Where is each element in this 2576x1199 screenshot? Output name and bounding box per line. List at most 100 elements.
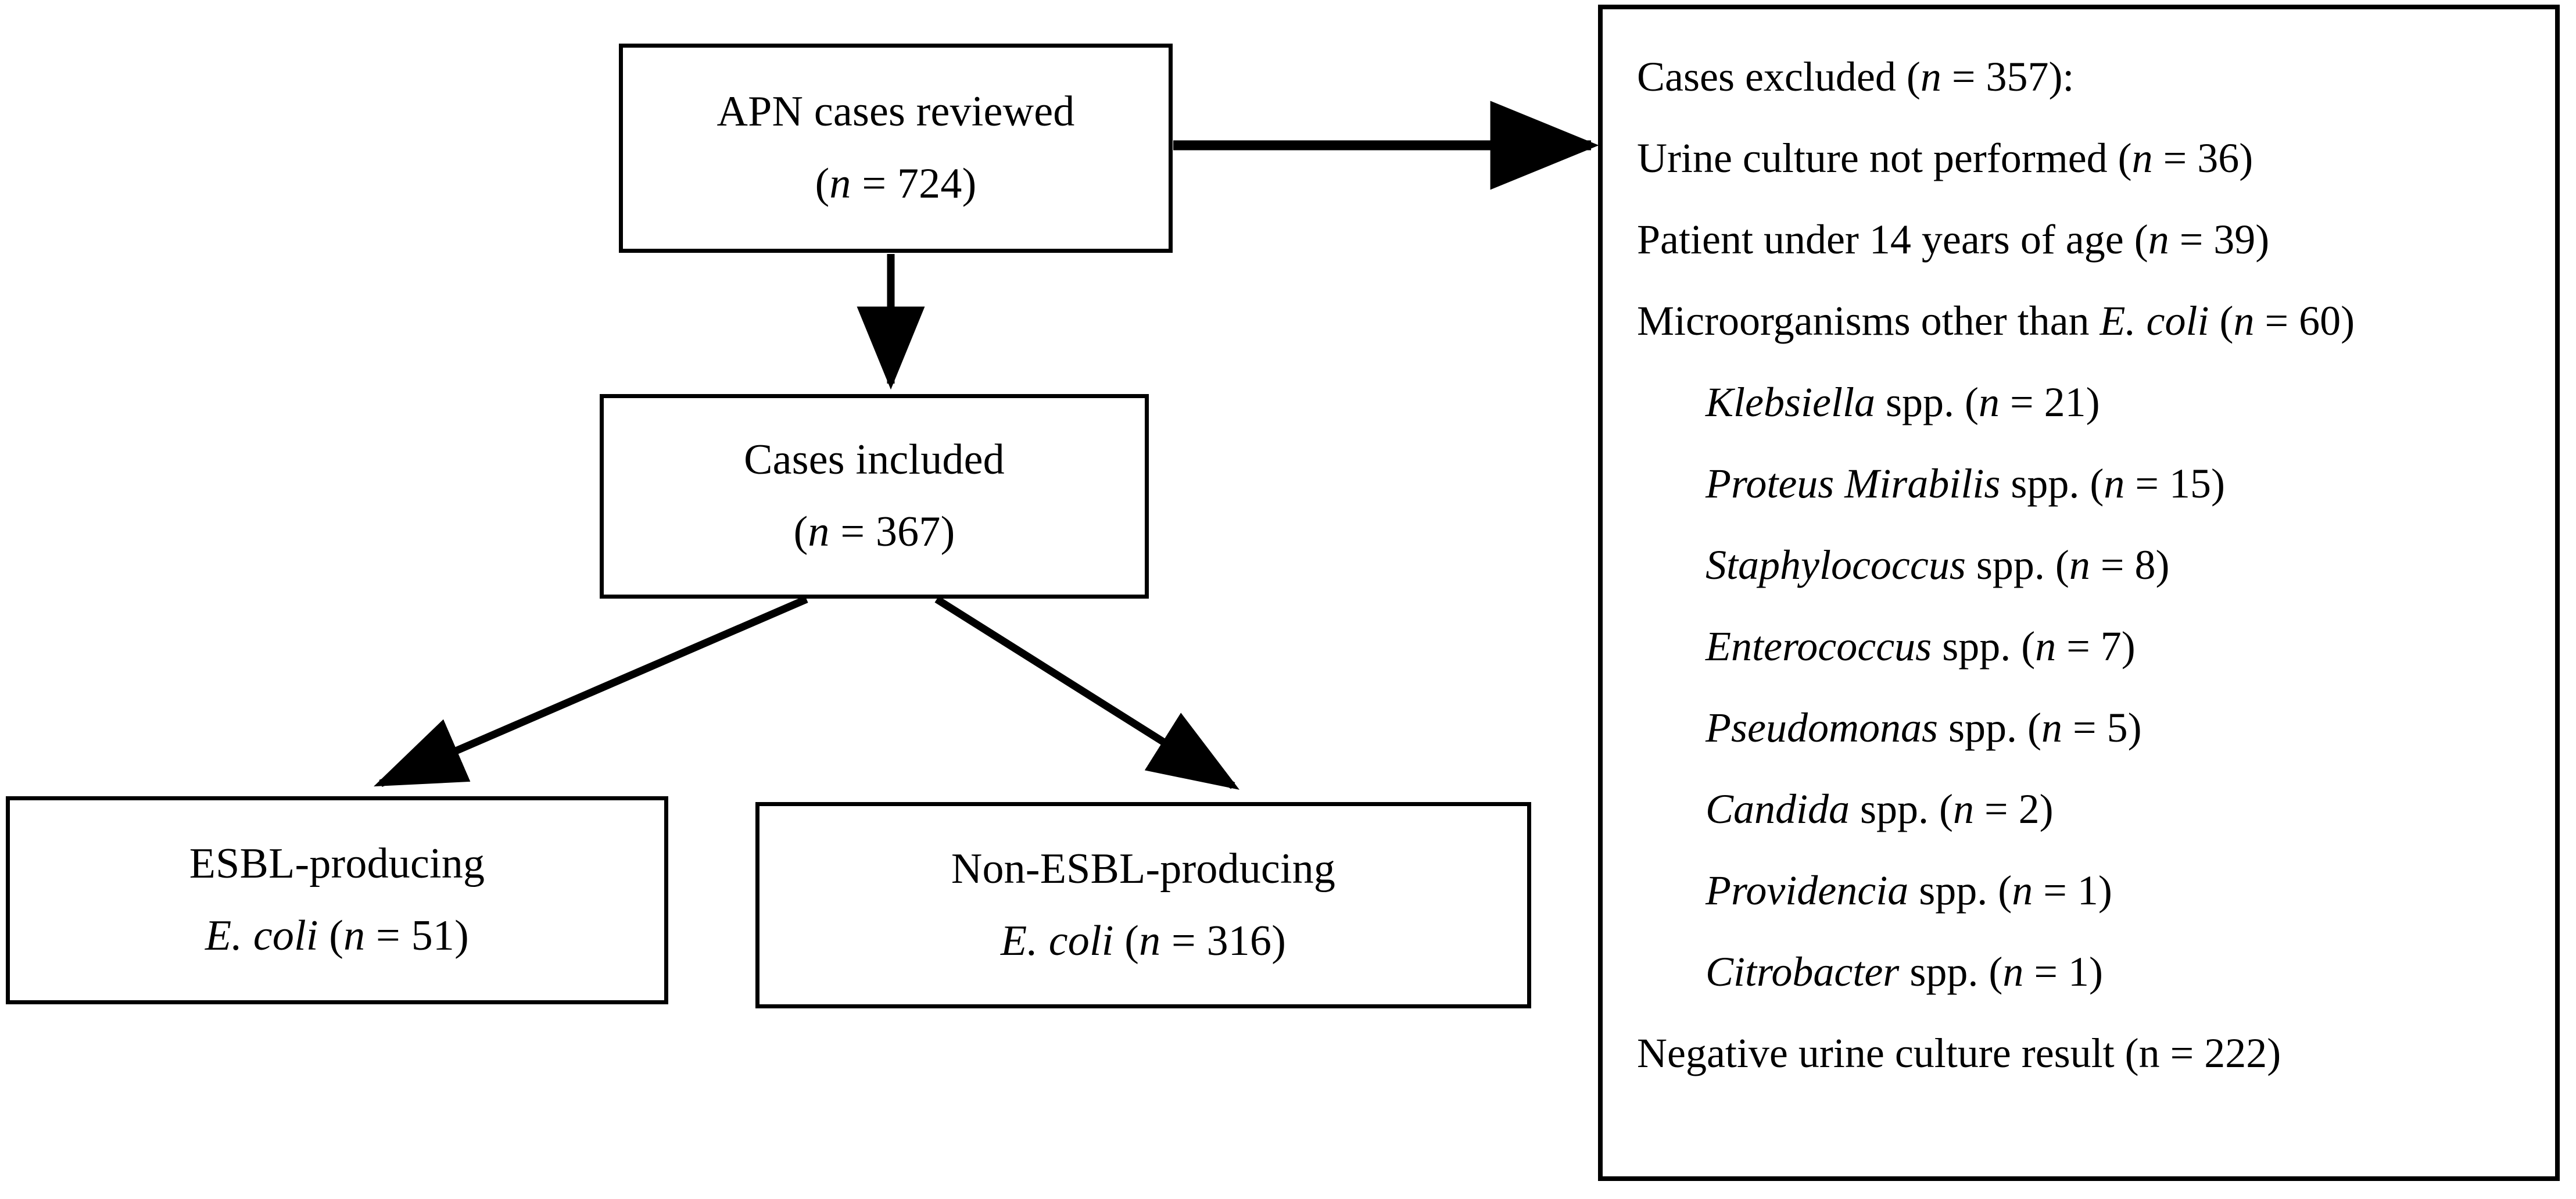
n-symbol: n <box>2131 135 2153 181</box>
n-symbol: n <box>2069 542 2090 588</box>
n-symbol: n <box>343 912 366 960</box>
excluded-reason-line: Cases excluded (n = 357): <box>1637 36 2526 117</box>
box-cases-included: Cases included (n = 367) <box>600 394 1149 599</box>
equals-symbol: = <box>2090 542 2135 588</box>
n-symbol: n <box>1978 379 2000 425</box>
equals-symbol: = <box>2254 298 2299 344</box>
line-text: Cases excluded ( <box>1637 53 1921 100</box>
box-esbl-count: E. coli (n = 51) <box>205 912 469 960</box>
organism-name: Candida <box>1706 786 1850 832</box>
excluded-organism-line: Klebsiella spp. (n = 21) <box>1637 362 2526 443</box>
organism-name: E. coli <box>205 912 318 960</box>
box-included-count: (n = 367) <box>793 508 955 556</box>
box-apn-count-value: 724 <box>897 160 962 207</box>
equals-symbol: = <box>2056 623 2101 670</box>
box-non-esbl-count: E. coli (n = 316) <box>1000 917 1287 965</box>
excluded-line-list: Cases excluded (n = 357):Urine culture n… <box>1637 36 2526 1094</box>
n-symbol: n <box>1953 786 1975 832</box>
arrow-included-to-non-esbl <box>934 596 1240 790</box>
box-esbl-label: ESBL-producing <box>189 840 485 888</box>
count-value: 1 <box>2068 949 2089 995</box>
line-text: ) <box>2341 298 2355 344</box>
line-text: ) <box>2086 379 2100 425</box>
count-value: 60 <box>2299 298 2341 344</box>
box-apn-cases-reviewed: APN cases reviewed (n = 724) <box>619 44 1173 253</box>
count-value: 5 <box>2106 704 2128 751</box>
organism-name: Providencia <box>1706 867 1909 914</box>
n-symbol: n <box>1139 917 1161 965</box>
excluded-reason-line: Patient under 14 years of age (n = 39) <box>1637 199 2526 280</box>
line-text: ): <box>2048 53 2075 100</box>
line-text: Negative urine culture result ( <box>1637 1030 2139 1076</box>
organism-name: Citrobacter <box>1706 949 1900 995</box>
organism-name: Staphylococcus <box>1706 542 1966 588</box>
line-text: spp. ( <box>1908 867 2012 914</box>
line-text: Urine culture not performed ( <box>1637 135 2132 181</box>
excluded-organism-line: Enterococcus spp. (n = 7) <box>1637 606 2526 687</box>
n-symbol: n <box>2041 704 2062 751</box>
line-text: spp. ( <box>1899 949 2003 995</box>
equals-symbol: = <box>1999 379 2044 425</box>
equals-symbol: = <box>2152 135 2198 181</box>
excluded-reason-line: Microorganisms other than E. coli (n = 6… <box>1637 280 2526 362</box>
excluded-organism-line: Staphylococcus spp. (n = 8) <box>1637 524 2526 606</box>
n-symbol: n <box>2012 867 2033 914</box>
line-text: spp. ( <box>1965 542 2069 588</box>
excluded-organism-line: Citrobacter spp. (n = 1) <box>1637 931 2526 1012</box>
n-symbol: n <box>829 160 851 207</box>
box-esbl-count-value: 51 <box>411 912 455 960</box>
line-text: ) <box>2267 1030 2281 1076</box>
line-text: Patient under 14 years of age ( <box>1637 216 2148 263</box>
organism-name: Klebsiella <box>1706 379 1875 425</box>
box-non-esbl-count-value: 316 <box>1206 917 1272 965</box>
equals-symbol: = <box>2124 460 2169 507</box>
line-text: ) <box>2121 623 2136 670</box>
excluded-organism-line: Providencia spp. (n = 1) <box>1637 850 2526 931</box>
count-value: 39 <box>2213 216 2256 263</box>
line-text: spp. ( <box>1850 786 1954 832</box>
count-value: 222 <box>2204 1030 2267 1076</box>
box-included-label: Cases included <box>744 436 1005 484</box>
line-text: ) <box>2098 867 2112 914</box>
arrow-included-to-esbl <box>374 596 808 787</box>
organism-name: Pseudomonas <box>1706 704 1938 751</box>
line-text: ) <box>2239 135 2253 181</box>
panel-cases-excluded: Cases excluded (n = 357):Urine culture n… <box>1598 5 2560 1181</box>
excluded-reason-line: Negative urine culture result (n = 222) <box>1637 1012 2526 1094</box>
line-text: spp. ( <box>1875 379 1979 425</box>
count-value: 8 <box>2134 542 2156 588</box>
box-esbl-producing: ESBL-producing E. coli (n = 51) <box>6 796 668 1004</box>
count-value: 7 <box>2100 623 2122 670</box>
box-included-count-value: 367 <box>875 508 941 556</box>
equals-symbol: = <box>2062 704 2107 751</box>
line-text: ) <box>2088 949 2103 995</box>
n-symbol: n <box>2138 1030 2160 1076</box>
n-symbol: n <box>2233 298 2255 344</box>
n-symbol: n <box>2002 949 2024 995</box>
box-non-esbl-label: Non-ESBL-producing <box>951 844 1336 893</box>
equals-symbol: = <box>1974 786 2019 832</box>
n-symbol: n <box>1920 53 1941 100</box>
equals-symbol: = <box>2033 867 2077 914</box>
box-apn-label: APN cases reviewed <box>716 88 1075 136</box>
count-value: 1 <box>2077 867 2098 914</box>
line-text: ) <box>2155 542 2170 588</box>
line-text: ( <box>2209 298 2234 344</box>
line-text: ) <box>2039 786 2054 832</box>
n-symbol: n <box>2035 623 2056 670</box>
line-text: ) <box>2255 216 2270 263</box>
organism-name: E. coli <box>2100 298 2209 344</box>
excluded-organism-line: Pseudomonas spp. (n = 5) <box>1637 687 2526 768</box>
line-text: spp. ( <box>1937 704 2041 751</box>
excluded-reason-line: Urine culture not performed (n = 36) <box>1637 117 2526 199</box>
excluded-organism-line: Proteus Mirabilis spp. (n = 15) <box>1637 443 2526 524</box>
organism-name: Proteus Mirabilis <box>1706 460 2001 507</box>
equals-symbol: = <box>2159 1030 2205 1076</box>
line-text: ) <box>2210 460 2225 507</box>
line-text: spp. ( <box>2000 460 2104 507</box>
count-value: 36 <box>2197 135 2240 181</box>
organism-name: E. coli <box>1000 917 1114 965</box>
count-value: 2 <box>2018 786 2040 832</box>
box-apn-count: (n = 724) <box>815 160 977 207</box>
